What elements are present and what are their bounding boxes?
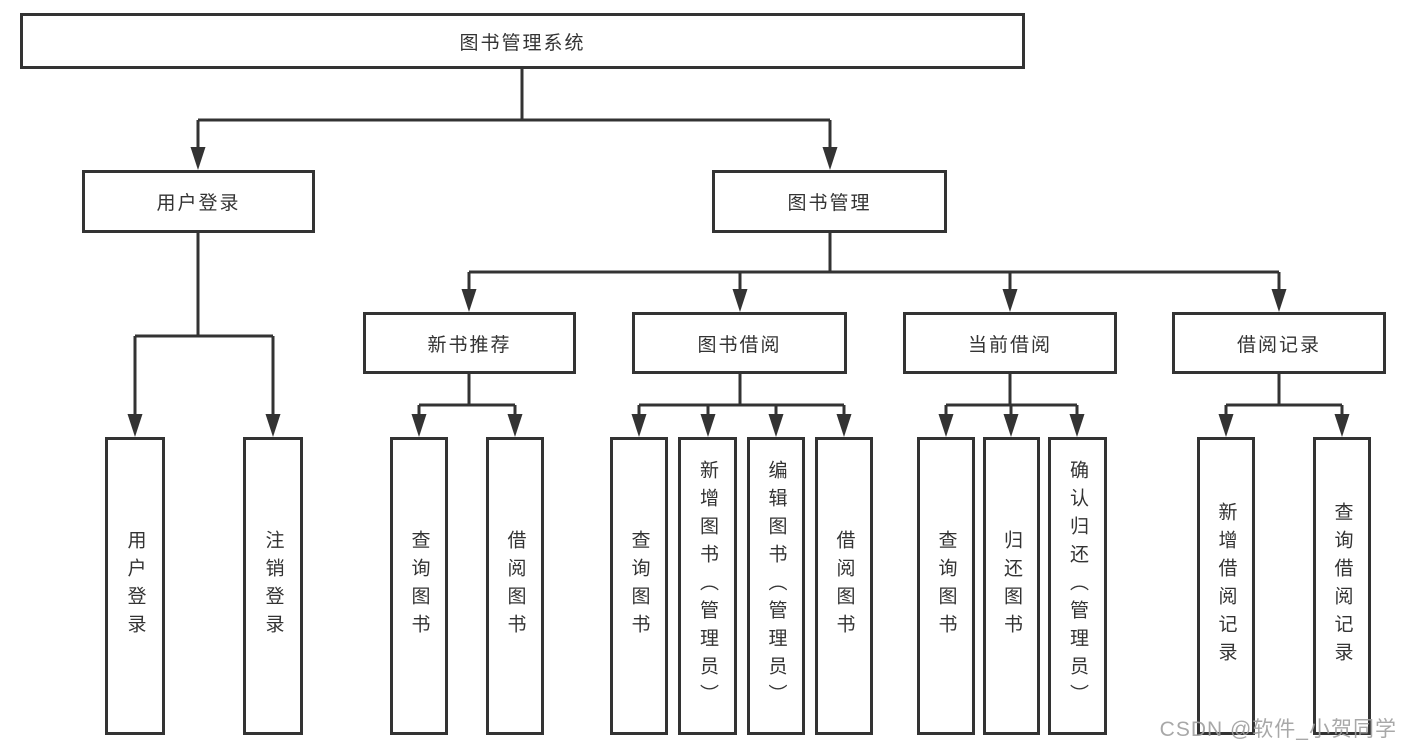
leaf-records-add-record: 新增借阅记录 [1197,437,1255,735]
leaf-user-login: 用户登录 [105,437,165,735]
leaf-current-query-books: 查询图书 [917,437,975,735]
node-current-borrowing: 当前借阅 [903,312,1117,374]
leaf-borrowing-edit-books-admin: 编辑图书（管理员） [747,437,805,735]
node-user-login: 用户登录 [82,170,315,233]
leaf-logout: 注销登录 [243,437,303,735]
watermark: CSDN @软件_小贺同学 [1159,718,1397,741]
node-book-management: 图书管理 [712,170,947,233]
leaf-records-query-record: 查询借阅记录 [1313,437,1371,735]
node-borrowing-records: 借阅记录 [1172,312,1386,374]
node-book-borrowing: 图书借阅 [632,312,847,374]
leaf-current-return-books: 归还图书 [983,437,1040,735]
leaf-borrowing-borrow-books: 借阅图书 [815,437,873,735]
leaf-borrowing-query-books: 查询图书 [610,437,668,735]
leaf-recommend-borrow-books: 借阅图书 [486,437,544,735]
leaf-recommend-query-books: 查询图书 [390,437,448,735]
node-library-system: 图书管理系统 [20,13,1025,69]
node-new-book-recommendation: 新书推荐 [363,312,576,374]
leaf-borrowing-add-books-admin: 新增图书（管理员） [678,437,737,735]
leaf-current-confirm-return-admin: 确认归还（管理员） [1048,437,1107,735]
